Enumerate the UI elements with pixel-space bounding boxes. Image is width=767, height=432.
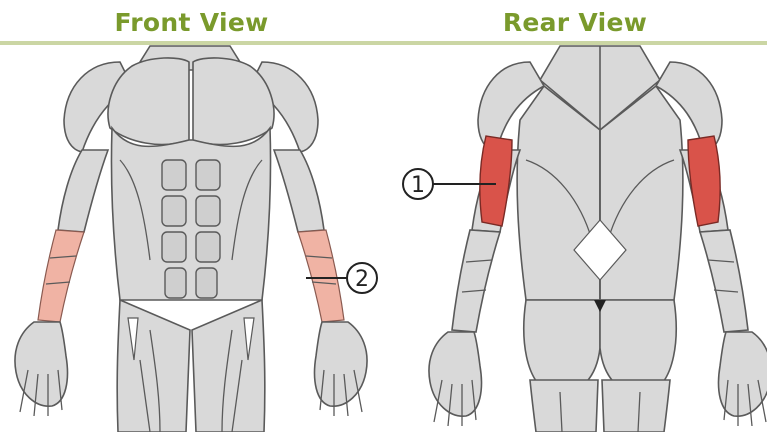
front-figure xyxy=(15,46,367,432)
rear-figure xyxy=(429,46,767,432)
callout-2-number: 2 xyxy=(355,267,369,292)
callout-1-number: 1 xyxy=(411,173,425,198)
